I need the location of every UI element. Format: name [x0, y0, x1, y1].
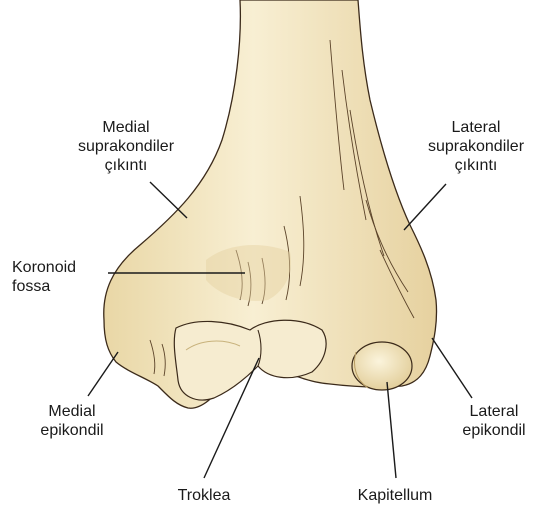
- label-coronoid-fossa: Koronoid fossa: [12, 258, 112, 296]
- label-lateral-supracondylar: Lateral suprakondiler çıkıntı: [404, 118, 547, 175]
- capitellum-surface: [352, 342, 412, 390]
- leader-medial-epicondyle: [88, 352, 118, 396]
- leader-lateral-epicondyle: [432, 338, 472, 398]
- leader-lateral-supracondylar: [404, 184, 446, 230]
- label-medial-epicondyle: Medial epikondil: [22, 402, 122, 440]
- label-capitellum: Kapitellum: [340, 486, 450, 505]
- leader-capitellum: [387, 382, 396, 478]
- label-medial-supracondylar: Medial suprakondiler çıkıntı: [54, 118, 198, 175]
- leader-medial-supracondylar: [150, 182, 187, 218]
- label-trochlea: Troklea: [154, 486, 254, 505]
- label-lateral-epicondyle: Lateral epikondil: [444, 402, 544, 440]
- trochlea-surface: [174, 320, 326, 400]
